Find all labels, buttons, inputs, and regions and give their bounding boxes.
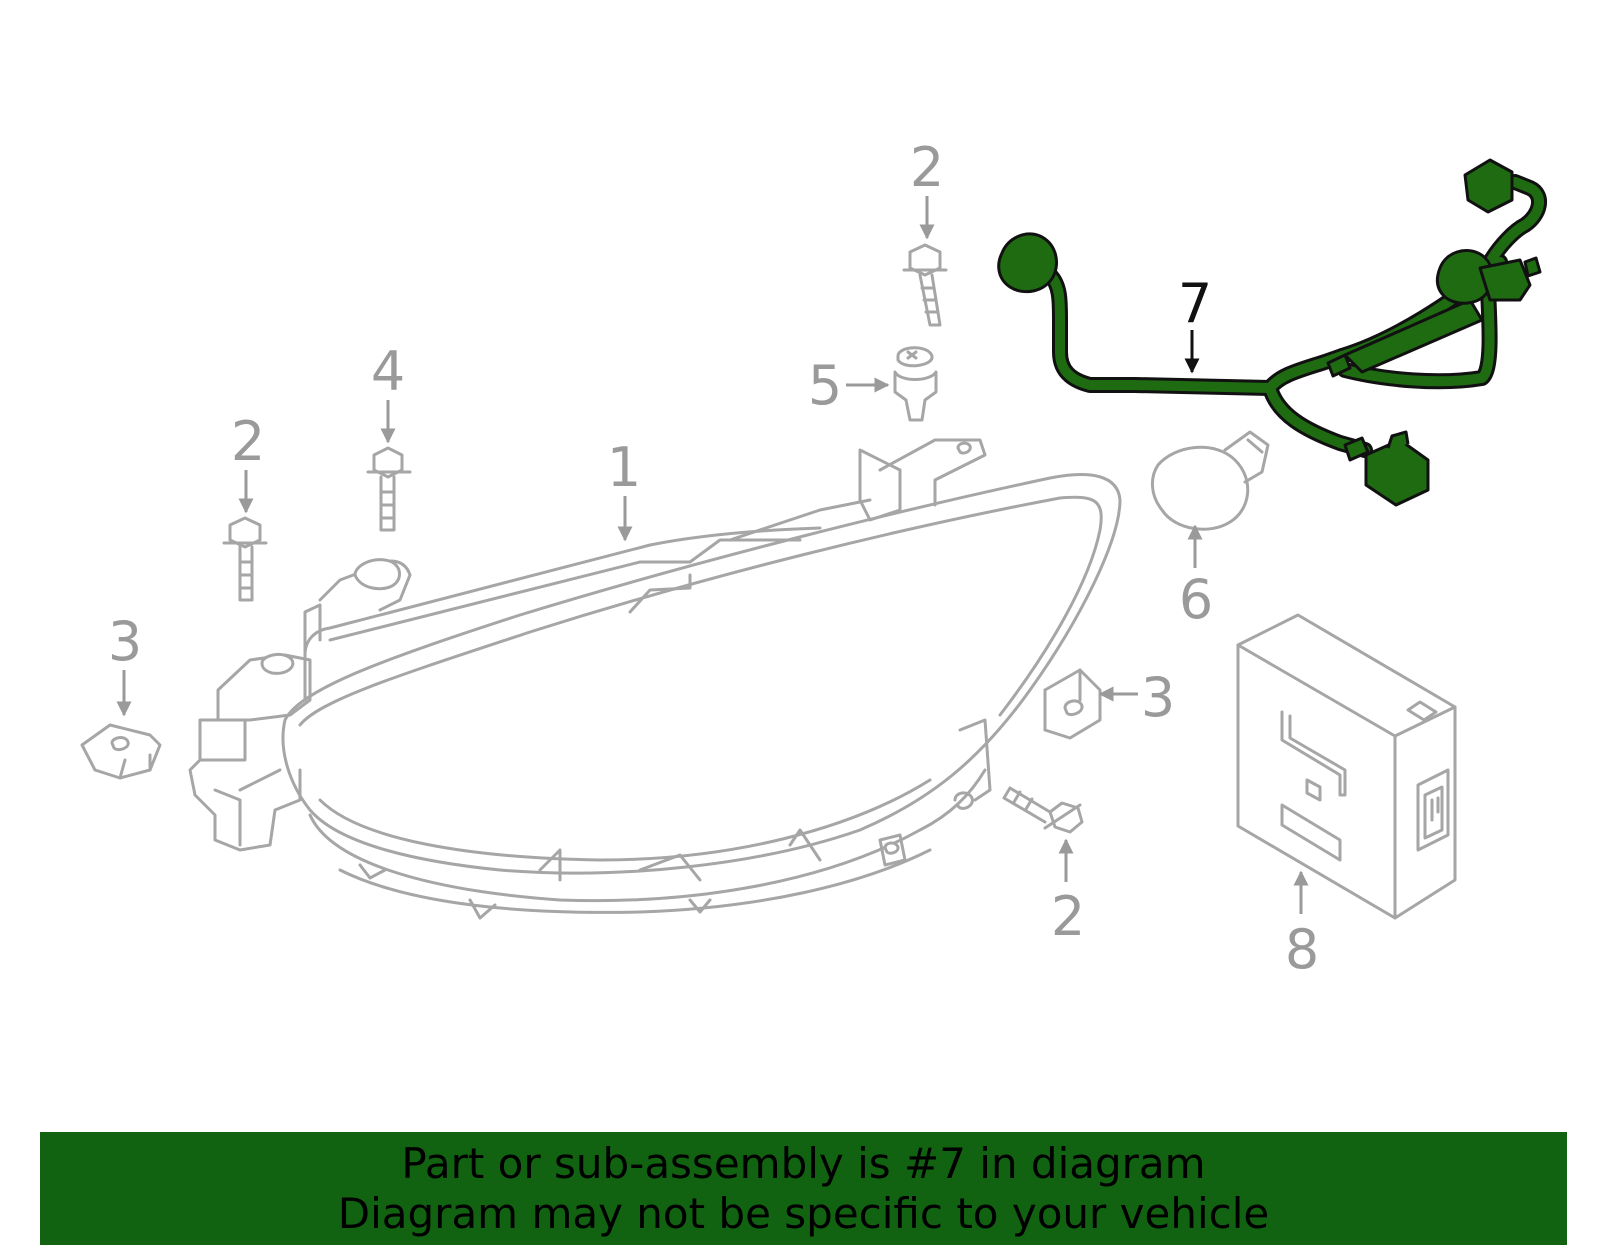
callout-4: 4 xyxy=(371,340,405,403)
banner-line-1: Part or sub-assembly is #7 in diagram xyxy=(401,1138,1206,1188)
bolt-top xyxy=(902,243,948,327)
callout-5: 5 xyxy=(808,354,842,417)
info-banner: Part or sub-assembly is #7 in diagram Di… xyxy=(40,1132,1567,1245)
bolt-left xyxy=(222,516,268,602)
wiring-harness-7 xyxy=(997,158,1547,507)
headlamp-assembly xyxy=(188,438,1122,920)
callout-7: 7 xyxy=(1178,272,1212,335)
bulb-6 xyxy=(1151,430,1270,531)
leader-lines xyxy=(116,196,1309,914)
callout-2-top: 2 xyxy=(910,136,944,199)
callout-8: 8 xyxy=(1285,918,1319,981)
clip-left xyxy=(80,723,162,780)
bolt-4 xyxy=(366,446,412,532)
bolt-lower-right xyxy=(1002,786,1084,834)
push-clip-5 xyxy=(893,346,938,422)
callout-2-bottom: 2 xyxy=(1051,885,1085,948)
callout-6: 6 xyxy=(1179,568,1213,631)
callout-3-left: 3 xyxy=(108,610,142,673)
banner-line-2: Diagram may not be specific to your vehi… xyxy=(337,1188,1270,1238)
clip-right xyxy=(1043,668,1102,740)
callout-3-right: 3 xyxy=(1141,666,1175,729)
callout-2-left: 2 xyxy=(231,410,265,473)
control-module-8 xyxy=(1236,613,1457,920)
callout-1: 1 xyxy=(607,436,641,499)
